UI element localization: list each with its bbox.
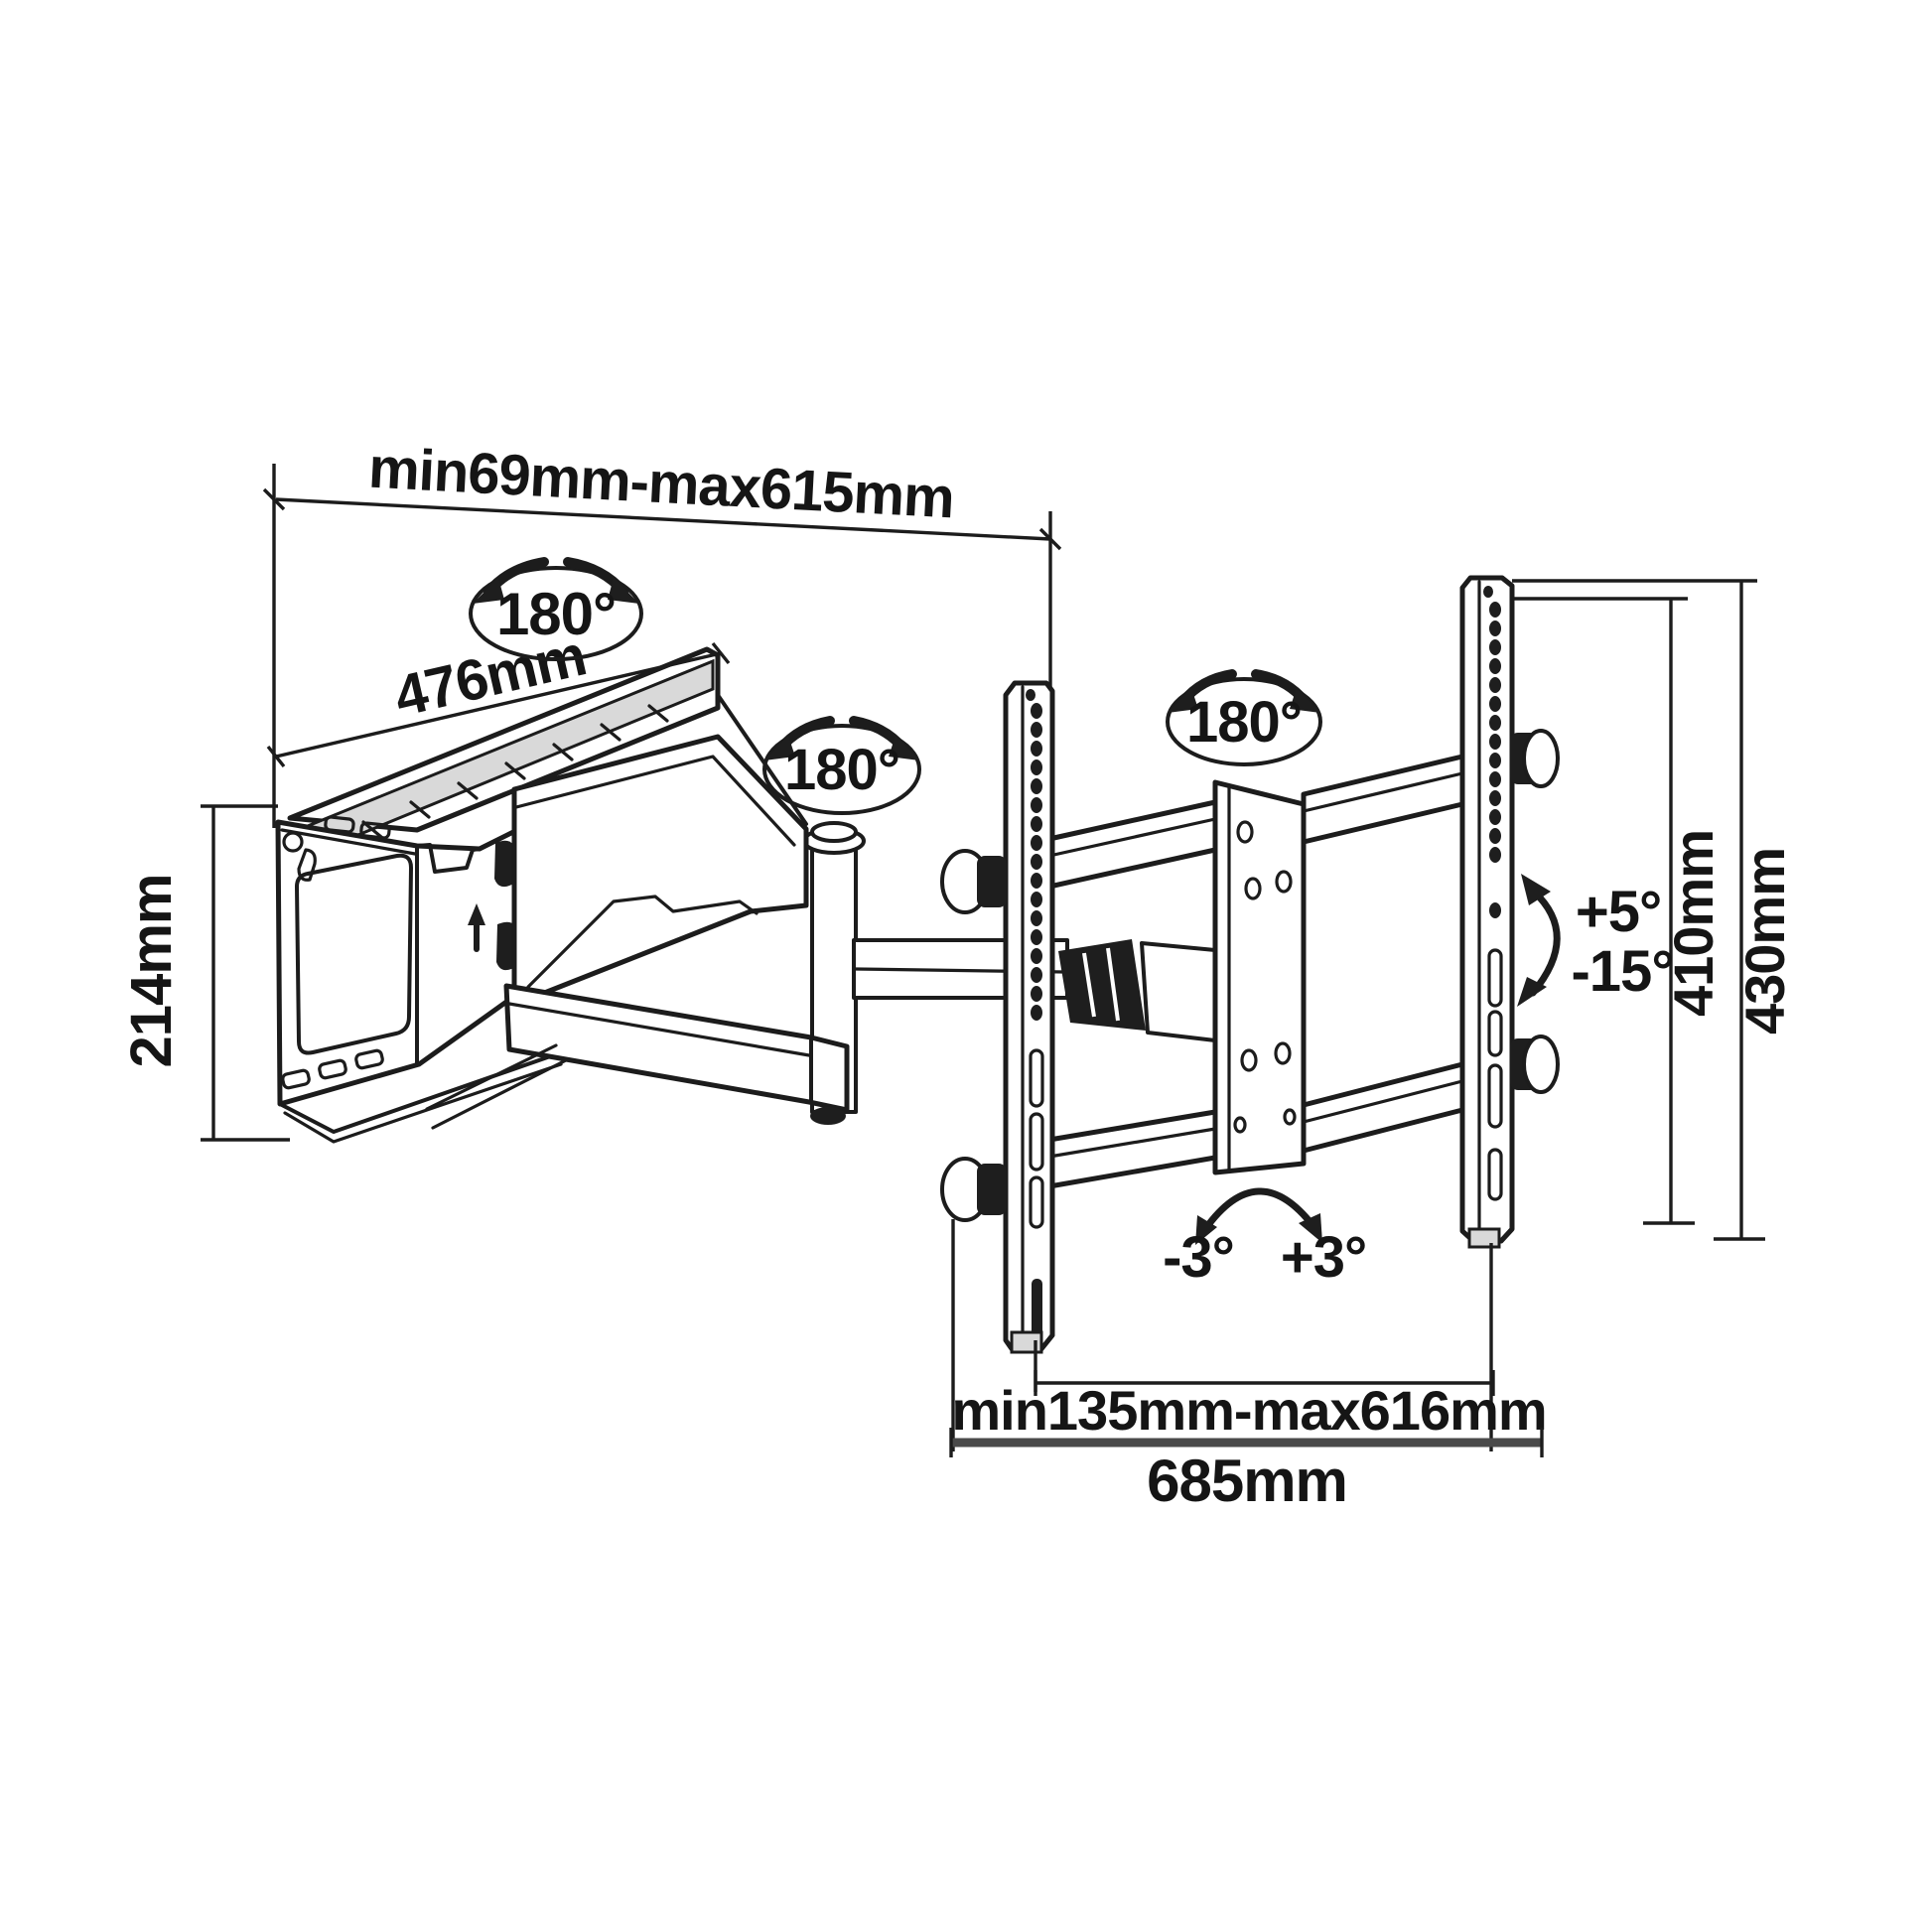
mounting-hook — [494, 840, 515, 888]
left-tv-rail — [1003, 680, 1055, 1354]
rail-hole-column — [1489, 602, 1501, 918]
lower-arm-link — [425, 983, 850, 1130]
swivel-badge-wall: 180° — [469, 557, 643, 661]
keyhole-slot — [282, 831, 304, 853]
swivel-label-tv: 180° — [1186, 690, 1302, 755]
rail-hole-column — [1031, 703, 1042, 1021]
up-arrow-icon — [468, 903, 485, 952]
rail-clamp-knob — [1510, 1035, 1560, 1094]
plate-bottom-slot — [281, 1068, 311, 1090]
plate-bottom-slot — [354, 1048, 384, 1070]
rail-clamp-knob — [1510, 729, 1560, 788]
vesa-plate — [1212, 779, 1307, 1175]
rail-clamp-knob — [940, 1157, 1007, 1222]
level-label-left: -3° — [1163, 1225, 1234, 1290]
tilt-arrow-icon — [1529, 888, 1561, 997]
dim-label-rail-height-outer: 430mm — [1733, 848, 1796, 1035]
dim-label-plate-height: 214mm — [119, 875, 184, 1068]
tv-pivot-cone — [1058, 939, 1146, 1031]
level-annotation: -3° +3° — [1163, 1187, 1367, 1290]
rail-clamp-knob — [940, 849, 1007, 914]
plate-top-slot — [359, 821, 391, 840]
dim-label-top-range: min69mm-max615mm — [367, 436, 956, 531]
right-tv-rail — [1459, 575, 1515, 1249]
main-arm-link — [511, 734, 809, 1008]
swivel-label-elbow: 180° — [784, 738, 899, 802]
plate-top-slot — [324, 815, 355, 834]
elbow-pivot-cap — [810, 821, 858, 843]
dim-label-rail-height-inner: 410mm — [1662, 830, 1725, 1017]
swivel-label-wall: 180° — [496, 581, 616, 647]
dim-bottom-range: min135mm-max616mm — [951, 1243, 1548, 1451]
level-arrow-icon — [1201, 1187, 1316, 1233]
dim-rail-height-inner: 410mm — [1512, 597, 1725, 1225]
dim-bottom-width: 685mm — [949, 1219, 1544, 1514]
plate-bottom-slot — [318, 1058, 347, 1080]
upper-arm-link — [287, 646, 808, 863]
dim-rail-height-outer: 430mm — [1512, 579, 1796, 1241]
tilt-annotation: +5° -15° — [1517, 874, 1675, 1007]
tilt-label-down: -15° — [1571, 939, 1673, 1004]
plate-cutout — [295, 853, 413, 1055]
rail-bottom-foot — [1467, 1227, 1501, 1249]
tilt-label-up: +5° — [1576, 880, 1661, 944]
wall-plate — [275, 815, 563, 1144]
level-label-right: +3° — [1281, 1225, 1366, 1290]
arm-foot-pad — [810, 1107, 846, 1125]
swivel-badge-tv: 180° — [1166, 669, 1322, 766]
dim-label-bottom-width: 685mm — [1147, 1448, 1347, 1514]
dim-label-bottom-range: min135mm-max616mm — [951, 1379, 1546, 1442]
swivel-badge-elbow: 180° — [762, 716, 921, 815]
dim-plate-height: 214mm — [119, 804, 290, 1142]
